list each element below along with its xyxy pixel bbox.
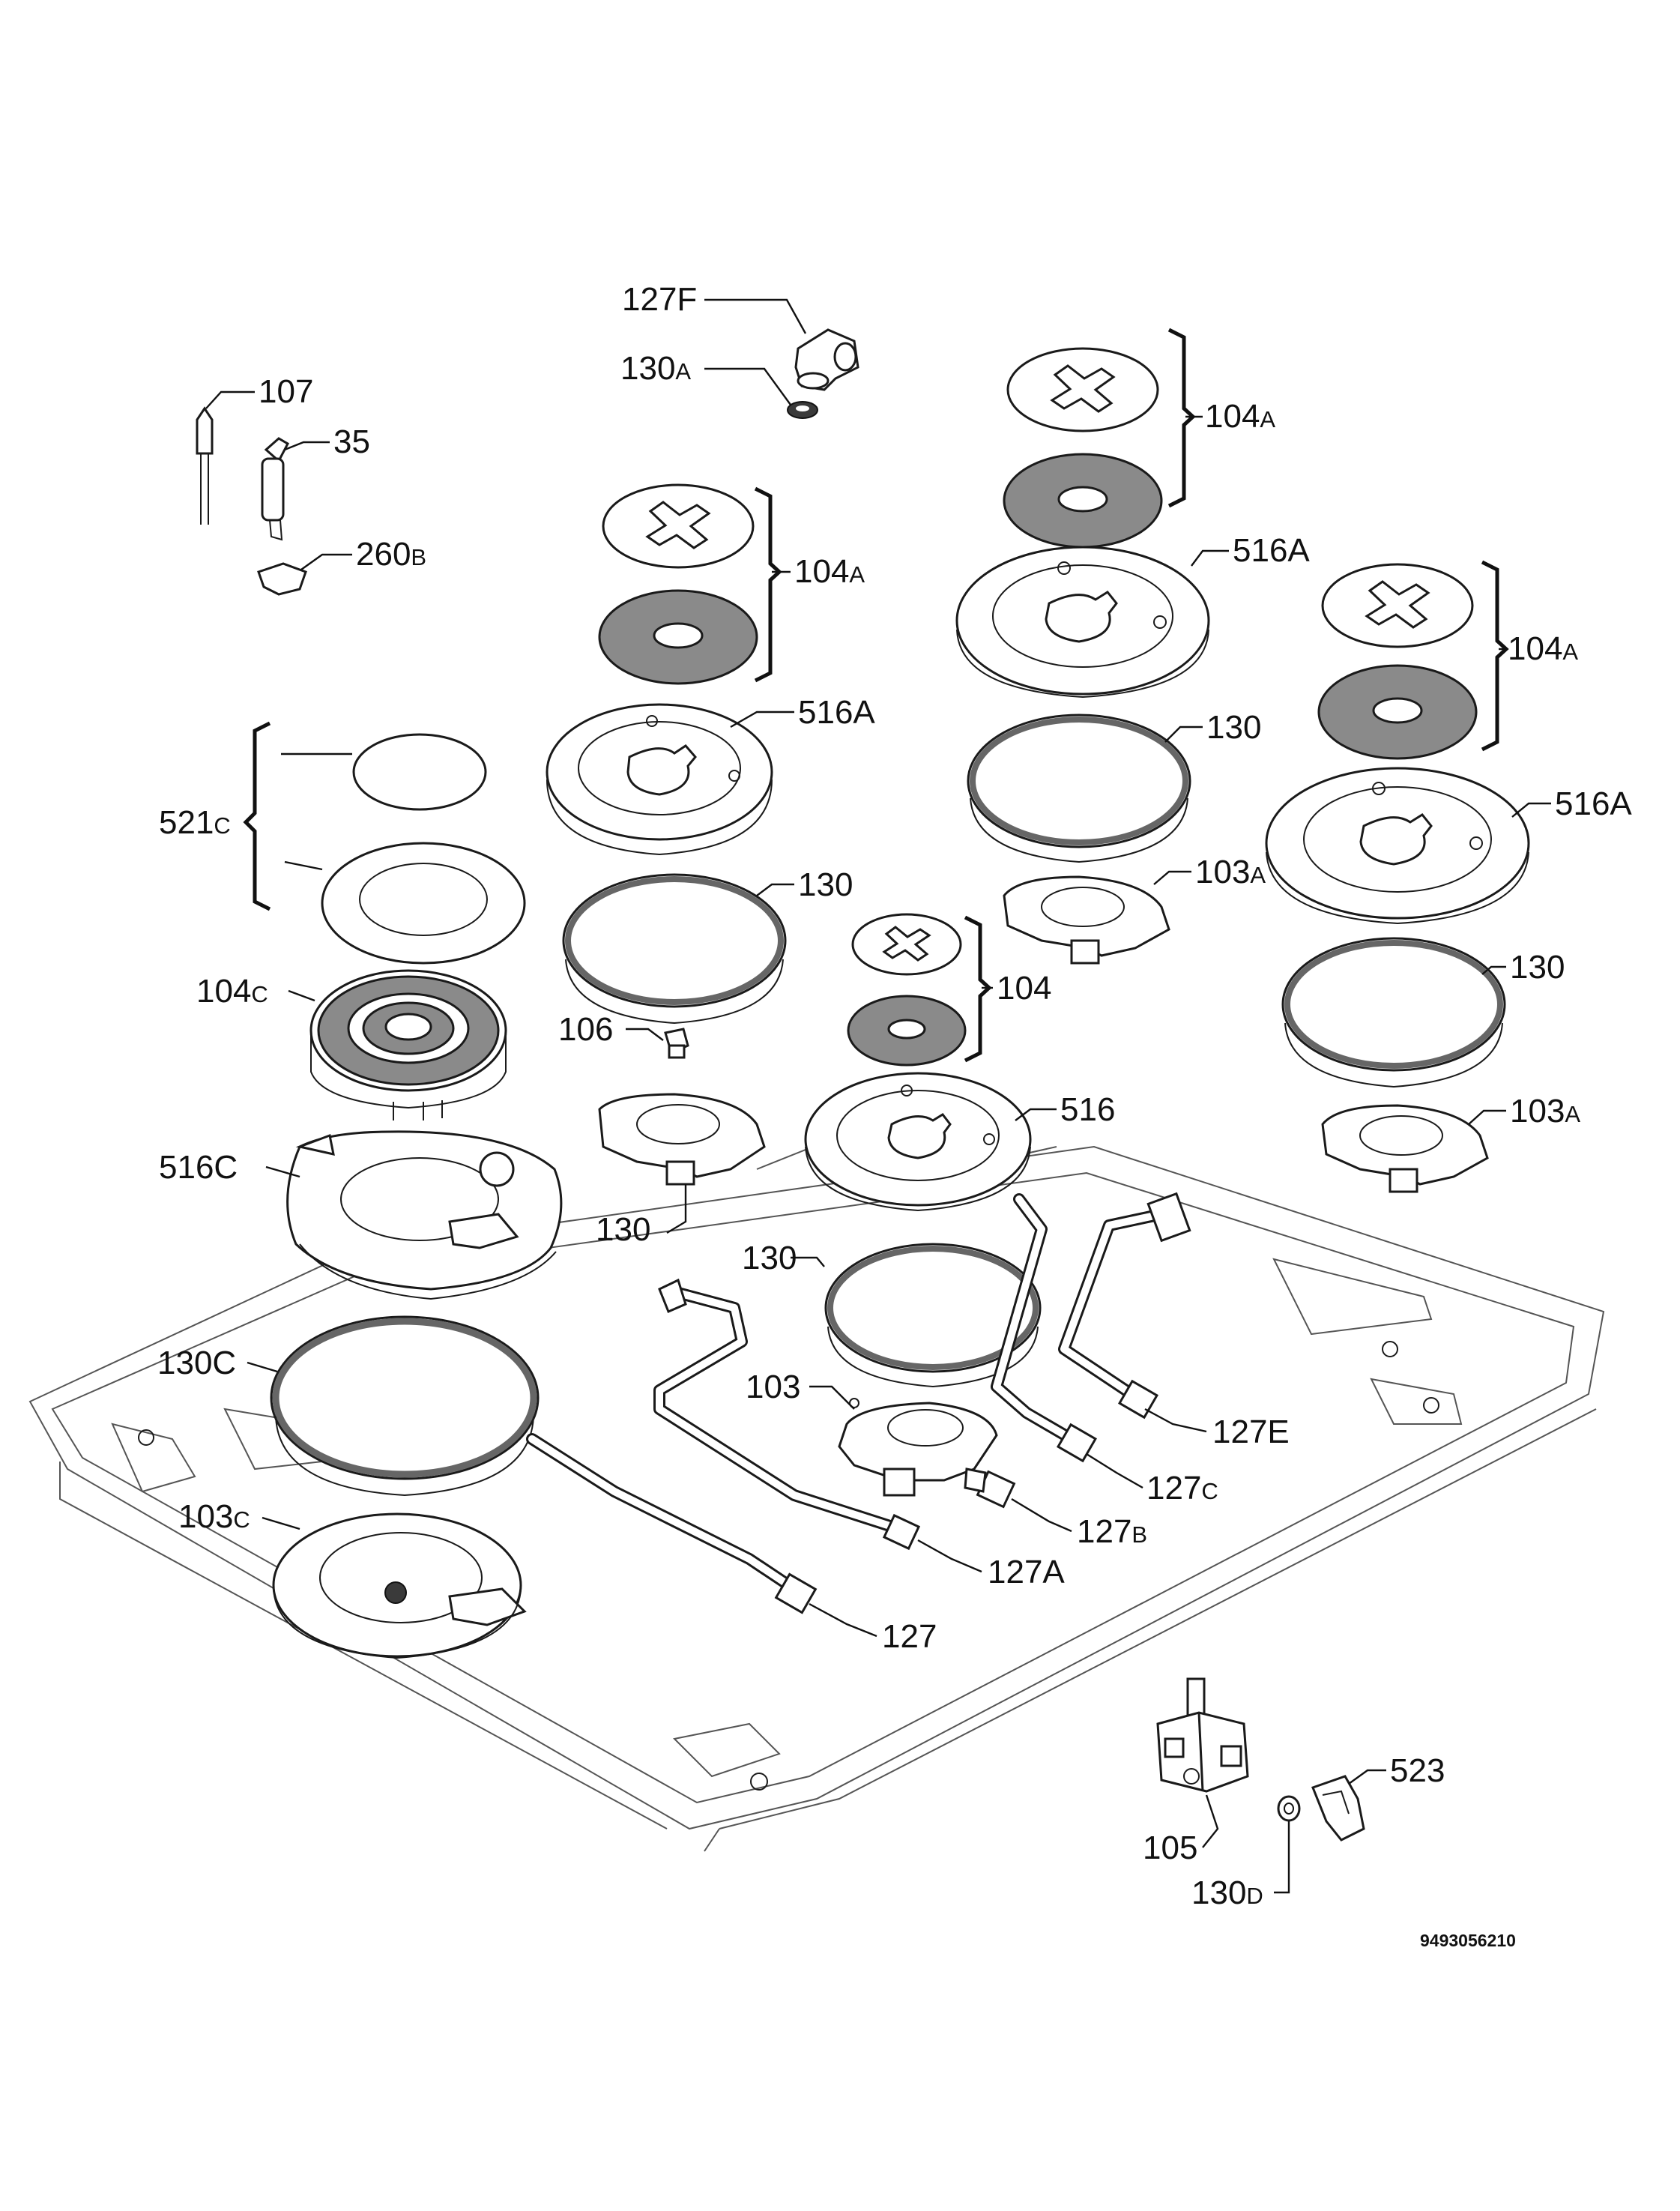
seal-ring-130-2[interactable] <box>967 714 1191 863</box>
burner-base-103[interactable] <box>838 1398 998 1497</box>
label-127[interactable]: 127 <box>882 1618 937 1655</box>
clip-260b[interactable] <box>257 562 307 596</box>
burner-base-103a-3[interactable] <box>1321 1104 1489 1193</box>
burner-cap-set-104a-1[interactable] <box>598 483 758 685</box>
label-103a-2[interactable]: 103A <box>1195 854 1266 890</box>
document-number: 9493056210 <box>1420 1931 1516 1950</box>
label-106[interactable]: 106 <box>558 1011 613 1048</box>
label-130d[interactable]: 130D <box>1191 1874 1263 1911</box>
label-104a-1[interactable]: 104A <box>1205 398 1275 435</box>
label-127a[interactable]: 127A <box>988 1554 1065 1590</box>
label-523[interactable]: 523 <box>1390 1752 1445 1789</box>
seal-130d[interactable] <box>1277 1795 1301 1822</box>
label-130-2[interactable]: 130 <box>1206 709 1261 746</box>
label-521c[interactable]: 521C <box>159 804 231 841</box>
burner-base-103a-2[interactable] <box>1003 875 1170 965</box>
label-516c[interactable]: 516C <box>159 1149 238 1186</box>
burner-crown-516a-2[interactable] <box>955 546 1210 699</box>
gas-valve-105[interactable] <box>1156 1677 1249 1793</box>
label-107[interactable]: 107 <box>259 373 313 410</box>
label-104a-3[interactable]: 104A <box>1508 630 1578 667</box>
clamp-523[interactable] <box>1311 1775 1365 1842</box>
gas-pipe-127c[interactable] <box>991 1193 1098 1463</box>
label-130a[interactable]: 130A <box>620 350 691 387</box>
seal-ring-130-1[interactable] <box>562 873 787 1025</box>
label-130-3[interactable]: 130 <box>1510 949 1565 986</box>
burner-crown-516[interactable] <box>804 1072 1032 1212</box>
burner-crown-516a-3[interactable] <box>1265 767 1530 925</box>
burner-cap-set-104a-3[interactable] <box>1317 563 1478 760</box>
label-104[interactable]: 104 <box>997 970 1051 1007</box>
cap-set-521c[interactable] <box>321 733 526 965</box>
label-35[interactable]: 35 <box>333 423 370 460</box>
label-130-1[interactable]: 130 <box>798 866 853 903</box>
gas-pipe-127[interactable] <box>526 1433 818 1614</box>
wok-crown-516c[interactable] <box>286 1130 563 1300</box>
label-260b[interactable]: 260B <box>356 536 426 573</box>
injector-106[interactable] <box>664 1028 689 1059</box>
wok-base-103c[interactable] <box>272 1512 527 1659</box>
seal-ring-130c[interactable] <box>270 1315 540 1497</box>
label-516a-3[interactable]: 516A <box>1555 785 1632 822</box>
label-103a-1[interactable]: 130 <box>596 1211 650 1248</box>
label-127b[interactable]: 127B <box>1077 1513 1147 1550</box>
thermocouple-107[interactable] <box>196 406 214 525</box>
ignition-electrode-35[interactable] <box>261 437 289 541</box>
hob-frame <box>28 1138 1605 1852</box>
label-105[interactable]: 105 <box>1143 1830 1197 1866</box>
label-127c[interactable]: 127C <box>1146 1470 1218 1506</box>
burner-base-103a-1[interactable] <box>598 1093 766 1186</box>
label-516a-2[interactable]: 516A <box>1233 532 1310 569</box>
label-104a-2[interactable]: 104A <box>794 553 865 590</box>
label-516[interactable]: 516 <box>1060 1091 1115 1128</box>
gas-pipe-127a[interactable] <box>653 1278 921 1551</box>
gas-pipe-127b[interactable] <box>964 1468 1016 1509</box>
gas-pipe-127e[interactable] <box>1058 1192 1191 1420</box>
label-127f[interactable]: 127F <box>622 281 697 318</box>
part-labels: 107 35 260B 127F 130A 104A 104A 104A 516… <box>157 281 1632 1950</box>
label-104c[interactable]: 104C <box>196 973 268 1010</box>
label-516a-1[interactable]: 516A <box>798 694 875 731</box>
burner-crown-516a-1[interactable] <box>546 703 773 856</box>
label-130c[interactable]: 130C <box>157 1345 236 1381</box>
seal-ring-130-3[interactable] <box>1281 937 1506 1088</box>
burner-cap-set-104a-2[interactable] <box>1003 347 1163 549</box>
seal-ring-130-4[interactable] <box>824 1243 1042 1388</box>
leader-lines <box>205 298 1551 1894</box>
label-103c[interactable]: 103C <box>178 1498 250 1535</box>
elbow-connector-127f[interactable] <box>794 328 859 391</box>
washer-130a[interactable] <box>787 401 818 419</box>
label-127e[interactable]: 127E <box>1212 1414 1290 1450</box>
label-130-4[interactable]: 130 <box>742 1240 797 1276</box>
label-103a-3[interactable]: 103A <box>1510 1093 1580 1129</box>
label-103[interactable]: 103 <box>746 1369 800 1405</box>
burner-cap-set-104[interactable] <box>847 913 967 1067</box>
wok-burner-104c[interactable] <box>309 969 507 1120</box>
